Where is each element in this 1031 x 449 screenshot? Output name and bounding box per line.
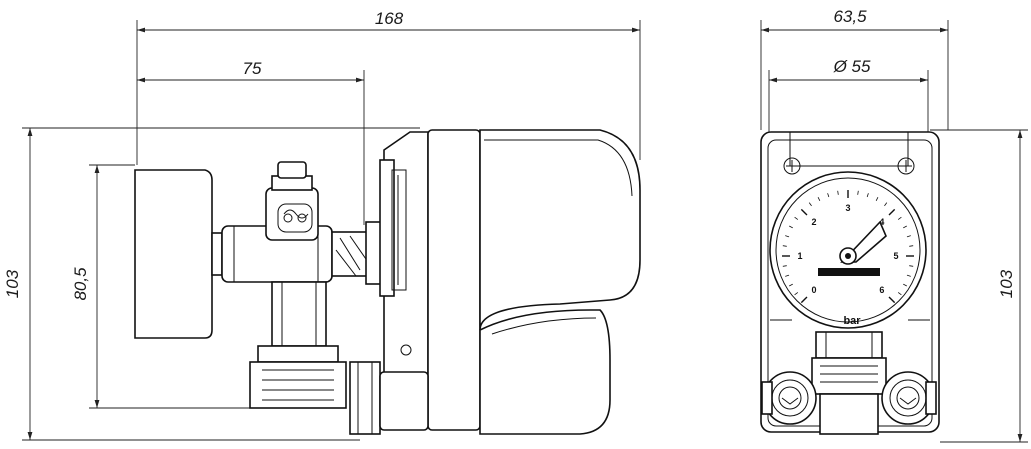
gauge-major-tick [800,208,808,216]
front-fittings [761,331,937,435]
gauge-minor-tick [785,274,790,277]
gauge-minor-tick [906,274,911,277]
dimension-overall-length: 168 [136,9,641,165]
gauge-diameter-label: Ø 55 [833,57,871,76]
dimension-inlet-offset: 75 [137,59,365,225]
overall-height-right-label: 103 [997,269,1016,298]
gauge-minor-tick [897,216,902,220]
gauge-major-tick [800,296,808,304]
overall-length-label: 168 [375,9,404,28]
fitting-body [221,161,385,409]
gauge-minor-tick [794,292,799,296]
inlet-offset-label: 75 [243,59,262,78]
gauge-unit-label: bar [843,315,861,327]
gauge-scale-label: 5 [893,251,898,261]
gauge-minor-tick [909,265,914,267]
gauge-side [134,169,223,339]
gauge-minor-tick [837,190,839,195]
gauge-scale-label: 6 [879,285,884,295]
gauge-minor-tick [903,283,907,287]
gauge-major-tick [888,208,896,216]
gauge-minor-tick [903,225,907,229]
dimension-overall-width: 63,5 [760,7,949,130]
gauge-minor-tick [875,197,879,201]
gauge-scale-label: 3 [845,203,850,213]
gauge-minor-tick [789,283,793,287]
gauge-minor-tick [782,265,787,267]
gauge-minor-tick [808,202,812,207]
gauge-minor-tick [827,193,830,198]
gauge-minor-tick [884,202,888,207]
gauge-minor-tick [909,245,914,247]
gauge-scale-label: 1 [797,251,802,261]
dimension-overall-height-right: 103 [930,129,1028,443]
gauge-scale-label: 4 [879,217,884,227]
gauge-minor-tick [857,190,859,195]
gauge-minor-tick [897,292,902,296]
pressure-gauge-face: 0 1 2 3 4 5 6 bar [769,171,927,329]
screw-right-icon [897,157,915,175]
gauge-scale-label: 2 [812,217,817,227]
gauge-minor-tick [785,235,790,238]
dimension-overall-height-left: 103 [3,127,420,441]
gauge-height-label: 80,5 [71,267,90,301]
gauge-minor-tick [794,216,799,220]
overall-width-label: 63,5 [833,7,867,26]
side-view: 168 75 103 80,5 [3,9,641,441]
gauge-ticks [782,190,914,304]
front-view: 63,5 Ø 55 103 [760,7,1028,443]
gauge-minor-tick [782,245,787,247]
screw-left-icon [783,157,801,175]
gauge-minor-tick [866,193,869,198]
gauge-minor-tick [906,235,911,238]
gauge-minor-tick [789,225,793,229]
overall-height-left-label: 103 [3,269,22,298]
gauge-scale: 0 1 2 3 4 5 6 [797,203,898,295]
pressure-switch-side [349,129,641,435]
gauge-minor-tick [817,197,821,201]
gauge-brand-plate [818,268,880,276]
gauge-scale-label: 0 [812,285,817,295]
gauge-major-tick [888,296,896,304]
